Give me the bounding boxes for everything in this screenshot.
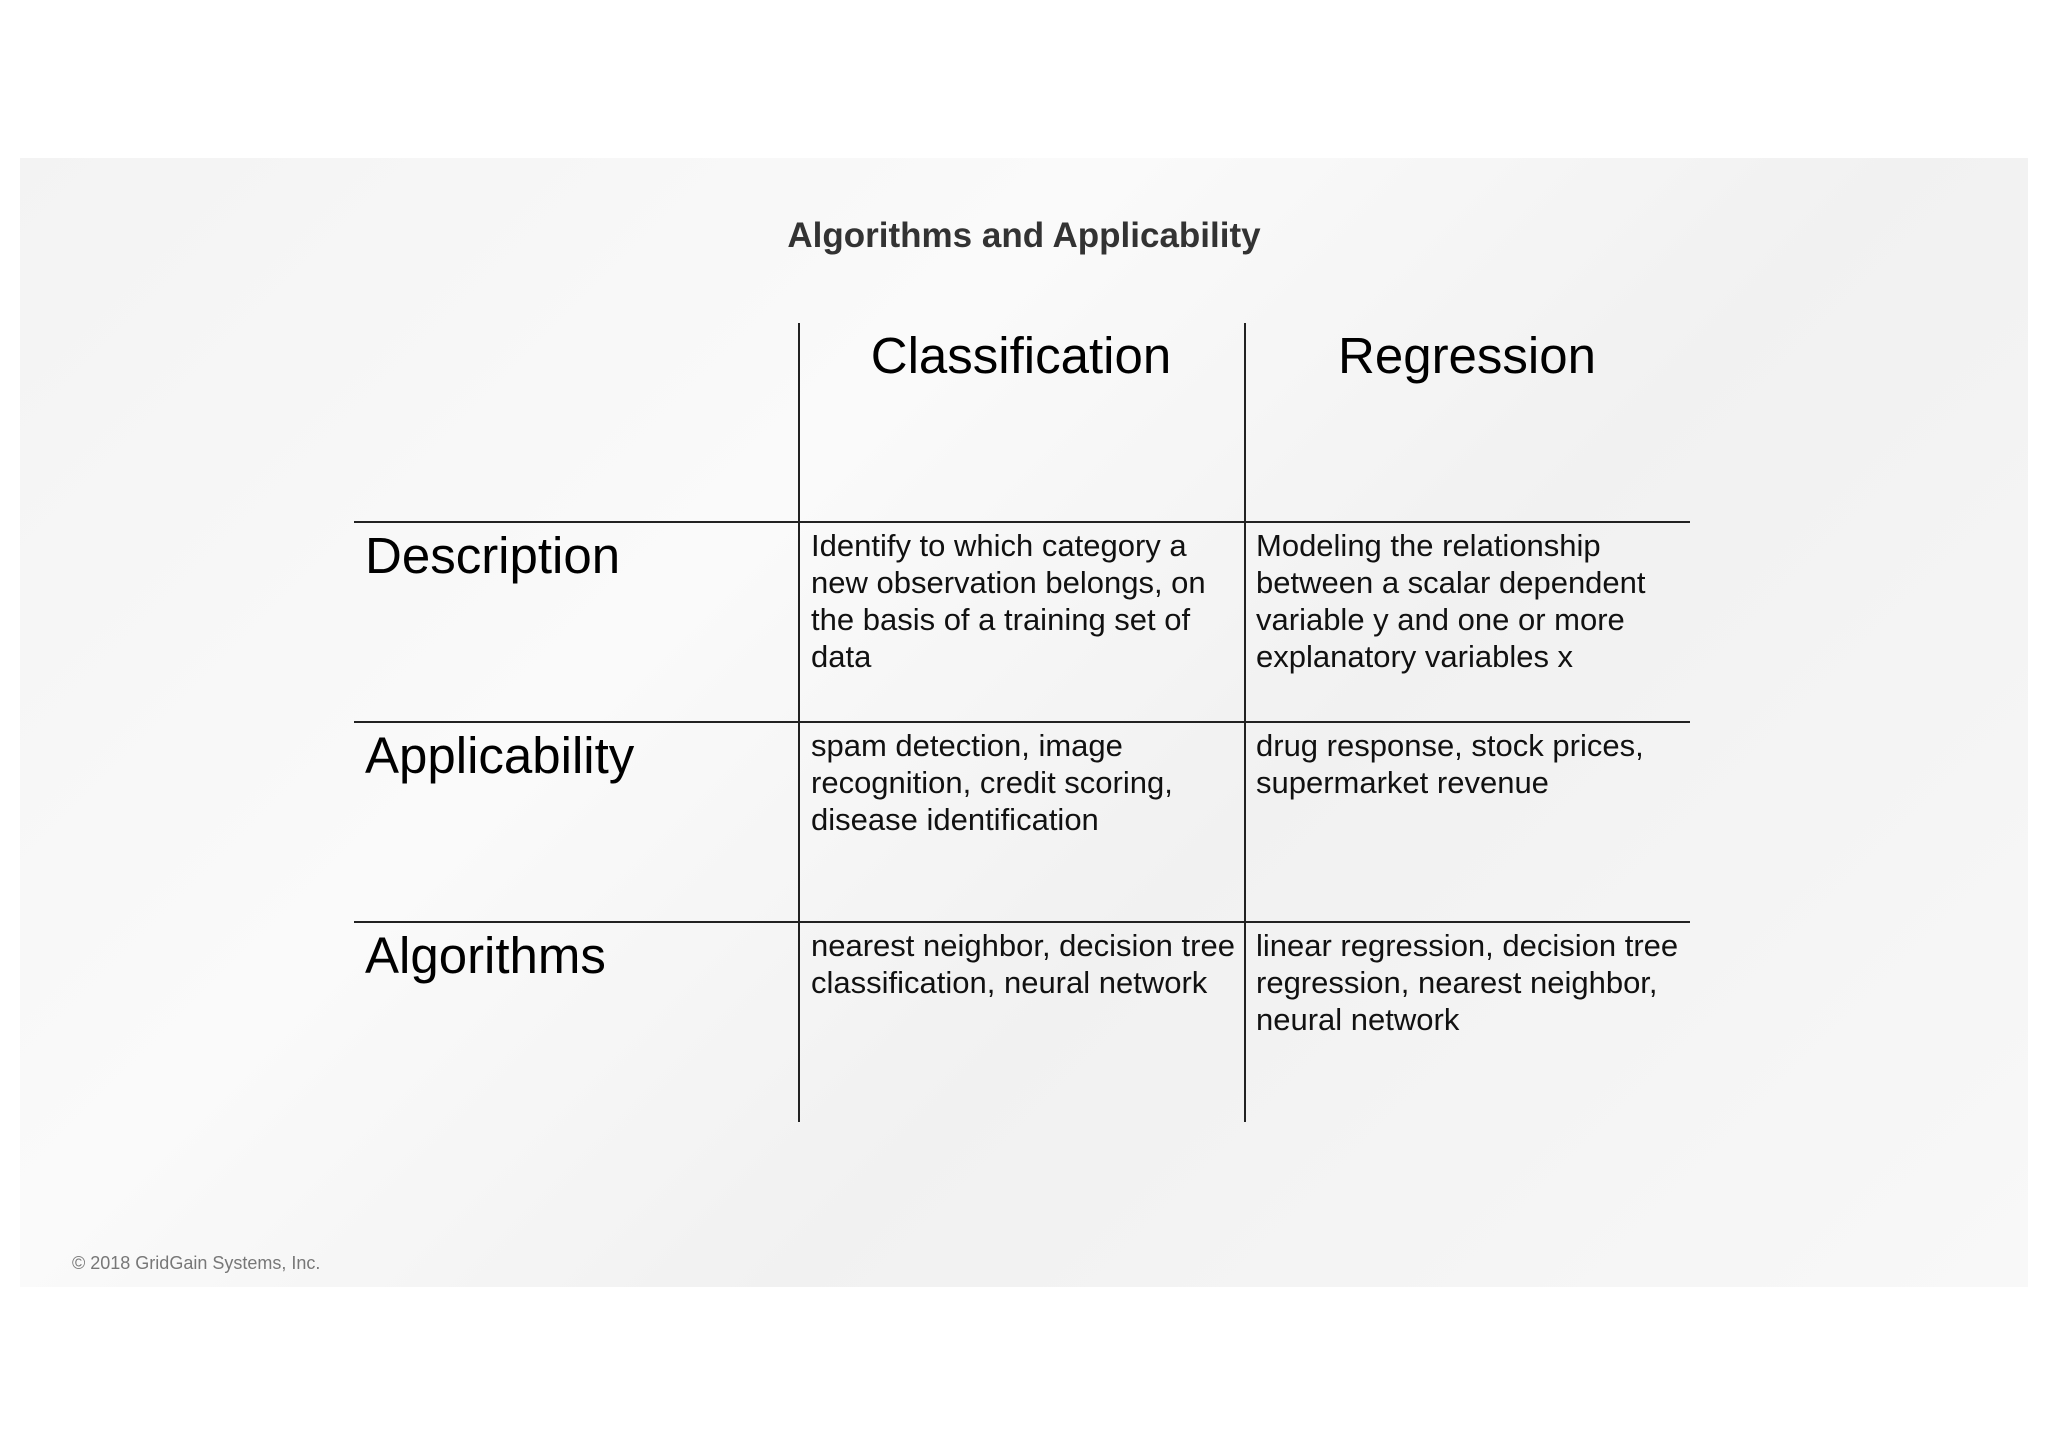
column-header-classification: Classification xyxy=(870,327,1172,384)
row-header-applicability: Applicability xyxy=(365,727,635,784)
table-cell: spam detection, image recognition, credi… xyxy=(811,728,1173,837)
row-divider xyxy=(354,521,1690,523)
table-cell: linear regression, decision tree regress… xyxy=(1256,928,1679,1037)
table-cell: drug response, stock prices, supermarket… xyxy=(1256,728,1644,800)
row-divider xyxy=(354,921,1690,923)
copyright-footer: © 2018 GridGain Systems, Inc. xyxy=(72,1253,321,1273)
row-header-description: Description xyxy=(365,527,621,584)
slide-title: Algorithms and Applicability xyxy=(787,216,1261,255)
row-header-algorithms: Algorithms xyxy=(365,927,606,984)
table-cell: Identify to which category a new observa… xyxy=(811,528,1206,674)
table-cell: nearest neighbor, decision tree classifi… xyxy=(811,928,1235,1000)
row-divider xyxy=(354,721,1690,723)
column-header-regression: Regression xyxy=(1338,327,1596,384)
table-cell: Modeling the relationship between a scal… xyxy=(1256,528,1646,674)
